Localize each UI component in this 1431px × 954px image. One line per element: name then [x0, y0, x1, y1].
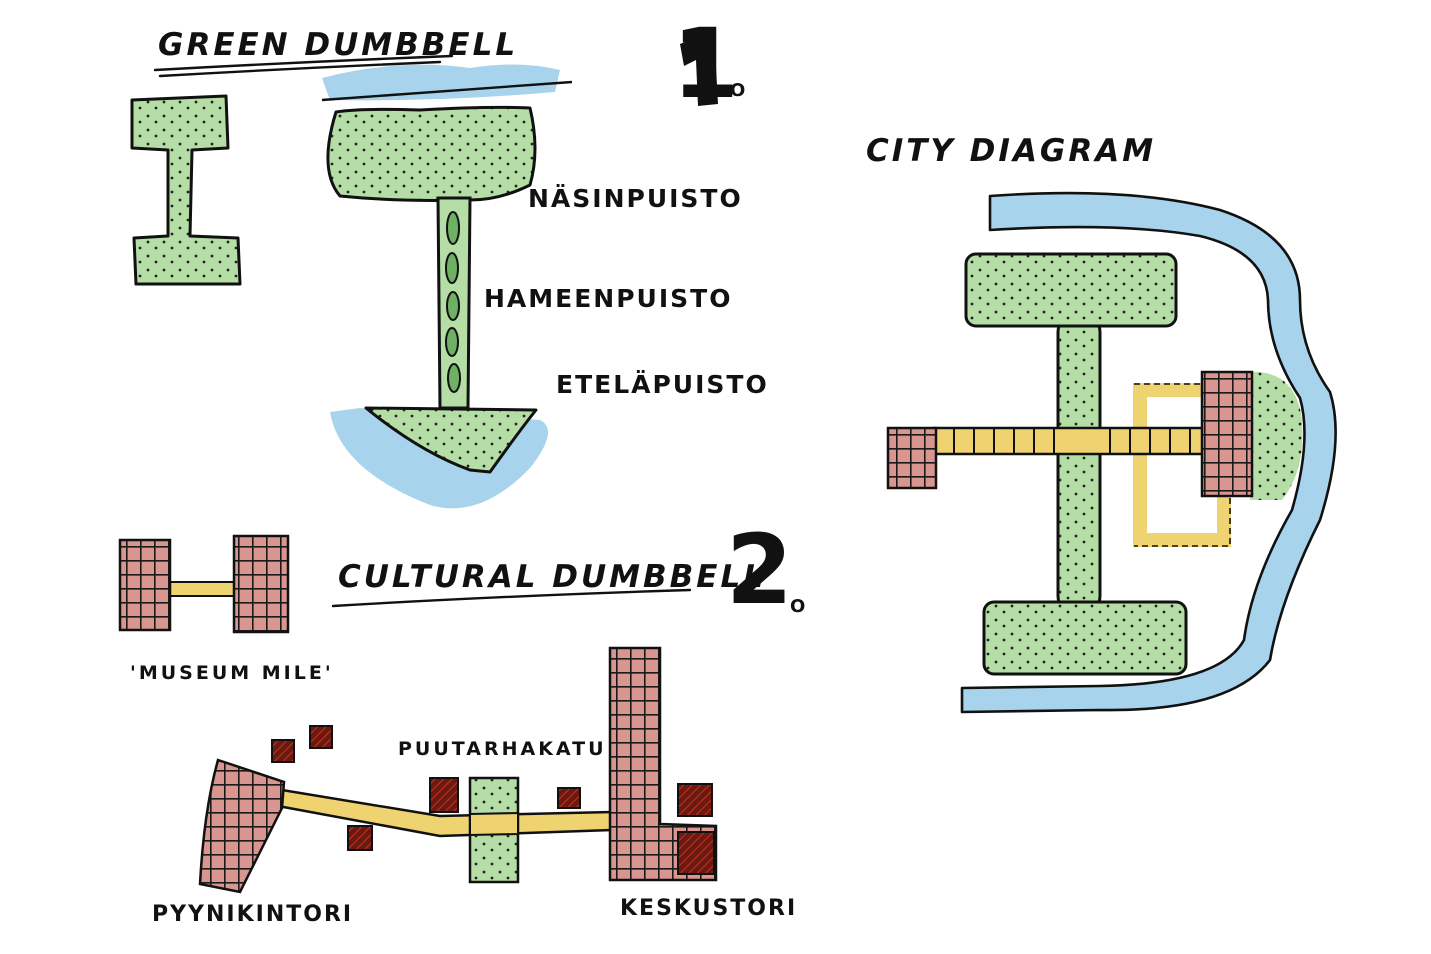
riverside-park	[1250, 371, 1303, 500]
green-axis	[1056, 312, 1102, 616]
small-cultural-link	[169, 581, 239, 597]
cultural-axis-ticks	[953, 428, 1191, 454]
section-number-two-suffix: o	[790, 596, 808, 617]
cultural-axis-street-overlay	[469, 811, 519, 837]
etelapuisto-label: ETELÄPUISTO	[556, 370, 769, 399]
east-cultural-block	[1200, 370, 1254, 498]
etelapuisto-park	[364, 406, 538, 474]
west-cultural-block	[886, 426, 938, 490]
cultural-dumbbell-heading: CULTURAL DUMBBELL	[338, 559, 766, 595]
river	[960, 191, 1337, 714]
cultural-heading-underline	[331, 588, 692, 608]
green-dumbbell-heading: GREEN DUMBBELL	[158, 27, 519, 63]
landmark-building-1	[271, 739, 295, 763]
green-heading-underline	[153, 54, 454, 78]
north-shoreline	[321, 80, 573, 102]
nasinpuisto-park	[326, 105, 537, 202]
keskustori-block	[608, 646, 718, 882]
cultural-loop-outline	[1134, 383, 1231, 547]
section-number-one: 1	[672, 8, 739, 120]
museum-mile-label: 'MUSEUM MILE'	[130, 662, 334, 684]
section-number-two: 2	[726, 514, 793, 626]
landmark-building-4	[347, 825, 373, 851]
nasinpuisto-label: NÄSINPUISTO	[528, 184, 743, 213]
cultural-axis	[932, 426, 1206, 456]
small-cultural-block-west	[118, 538, 172, 632]
small-green-dumbbell-icon	[130, 94, 242, 286]
south-park-block	[982, 600, 1188, 676]
north-water	[322, 64, 560, 101]
landmark-building-3	[429, 777, 459, 813]
landmark-building-7	[677, 831, 715, 875]
number-one-glyph-shadow	[680, 30, 718, 106]
pyynikintori-label: PYYNIKINTORI	[152, 902, 354, 927]
pyynikintori-block	[198, 758, 286, 894]
small-cultural-block-east	[232, 534, 290, 634]
hameenpuisto-tree-row	[445, 211, 461, 393]
landmark-building-5	[557, 787, 581, 809]
section-number-one-suffix: o	[730, 80, 748, 101]
north-park-block	[964, 252, 1178, 328]
puutarhakatu-label: PUUTARHAKATU	[398, 738, 607, 760]
city-diagram-heading: CITY DIAGRAM	[866, 133, 1157, 169]
keskustori-label: KESKUSTORI	[620, 896, 798, 921]
landmark-building-2	[309, 725, 333, 749]
landmark-building-6	[677, 783, 713, 817]
hameenpuisto-label: HAMEENPUISTO	[484, 284, 733, 313]
